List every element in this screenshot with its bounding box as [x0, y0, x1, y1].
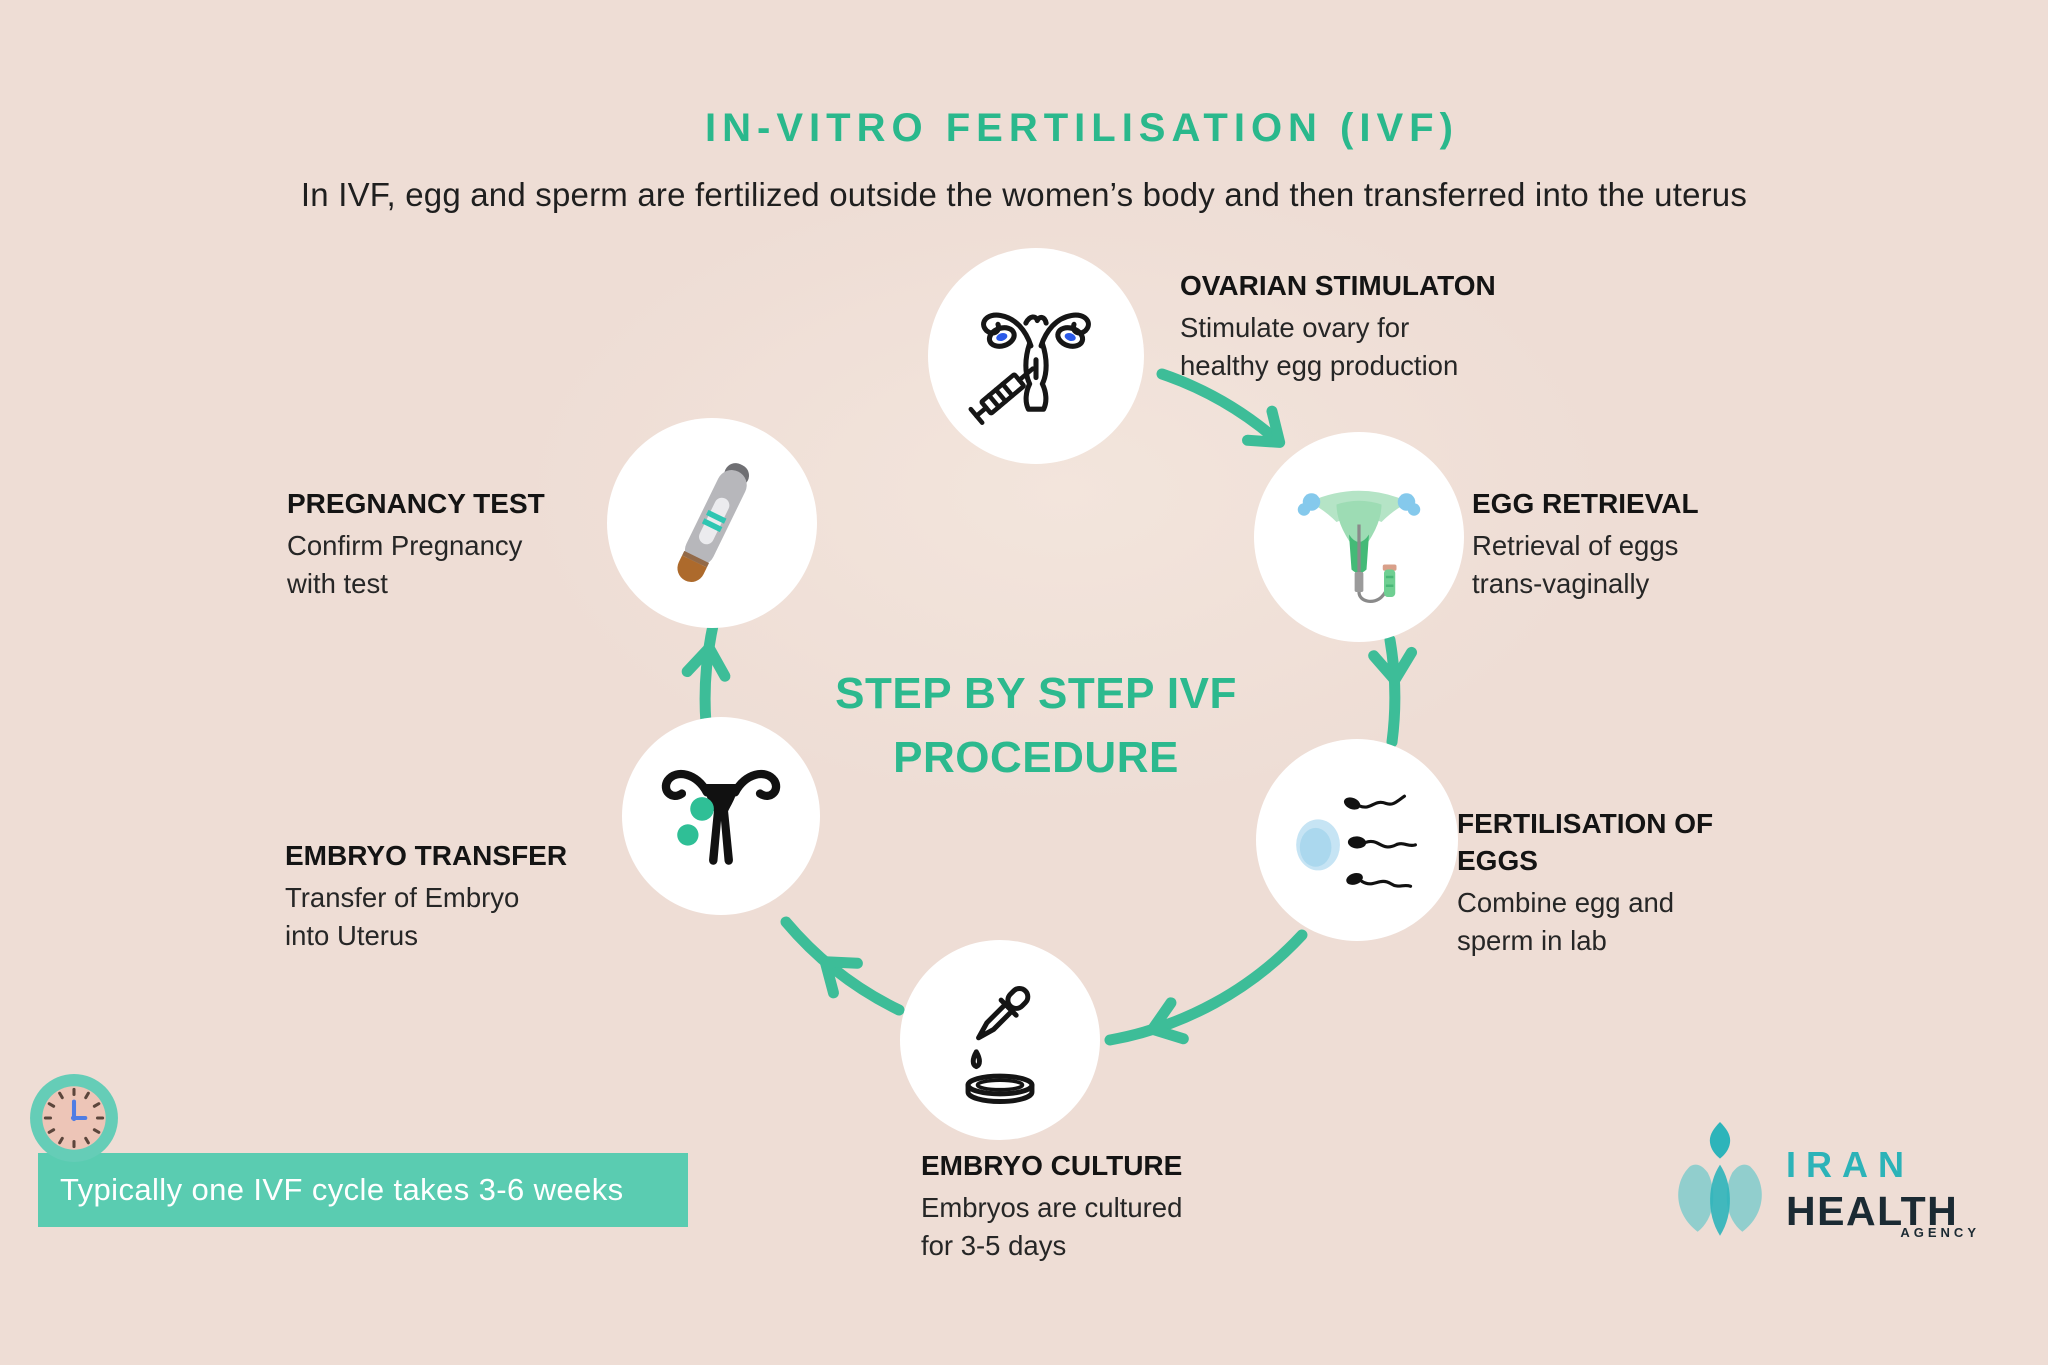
- center-label-line2: PROCEDURE: [893, 732, 1179, 782]
- step-circle-fertilisation: [1256, 739, 1458, 941]
- cycle-duration-banner: Typically one IVF cycle takes 3-6 weeks: [38, 1153, 688, 1227]
- page-title: IN-VITRO FERTILISATION (IVF): [705, 106, 1459, 150]
- step-title: EGG RETRIEVAL: [1472, 488, 1699, 519]
- step-text-pregnancy-test: PREGNANCY TEST Confirm Pregnancy with te…: [287, 486, 587, 604]
- uterus-egg-retrieval-icon: [1297, 490, 1421, 603]
- step-title: PREGNANCY TEST: [287, 488, 545, 519]
- step-description: Retrieval of eggs trans-vaginally: [1472, 529, 1679, 600]
- arrowhead-1: [1242, 405, 1286, 448]
- step-text-fertilisation: FERTILISATION OF EGGS Combine egg and sp…: [1457, 806, 1757, 961]
- arrow-arc-stimulation-to-retrieval: [1156, 368, 1278, 442]
- step-title: FERTILISATION OF EGGS: [1457, 808, 1714, 876]
- step-description: Embryos are cultured for 3-5 days: [921, 1191, 1183, 1262]
- brand-logo: IRAN HEALTH AGENCY: [1668, 1118, 1998, 1258]
- step-description: Stimulate ovary for healthy egg producti…: [1180, 311, 1459, 382]
- step-description: Confirm Pregnancy with test: [287, 529, 523, 600]
- step-title: EMBRYO CULTURE: [921, 1150, 1183, 1181]
- step-circle-embryo-transfer: [622, 717, 820, 915]
- uterus-embryos-icon: [661, 769, 781, 865]
- brand-name-bottom: HEALTH: [1786, 1188, 1959, 1234]
- arrow-arc-retrieval-to-fertilisation: [1384, 634, 1401, 748]
- step-text-embryo-transfer: EMBRYO TRANSFER Transfer of Embryo into …: [285, 838, 595, 956]
- arrowhead-2: [1368, 646, 1418, 686]
- step-circle-ovarian-stimulation: [928, 248, 1144, 464]
- step-description: Combine egg and sperm in lab: [1457, 886, 1675, 957]
- step-text-egg-retrieval: EGG RETRIEVAL Retrieval of eggs trans-va…: [1472, 486, 1752, 604]
- brand-name-small: AGENCY: [1900, 1225, 1980, 1240]
- center-label: STEP BY STEP IVF PROCEDURE: [816, 662, 1256, 790]
- step-circle-egg-retrieval: [1254, 432, 1464, 642]
- arrowhead-4: [819, 956, 863, 999]
- step-text-embryo-culture: EMBRYO CULTURE Embryos are cultured for …: [921, 1148, 1261, 1266]
- pregnancy-test-stick-icon: [677, 463, 750, 582]
- arrow-arc-fertilisation-to-culture: [1104, 929, 1308, 1046]
- step-circle-embryo-culture: [900, 940, 1100, 1140]
- brand-text: IRAN HEALTH AGENCY: [1786, 1144, 1996, 1240]
- brand-name-top: IRAN: [1786, 1144, 1914, 1185]
- egg-and-sperm-icon: [1296, 794, 1417, 888]
- center-label-line1: STEP BY STEP IVF: [835, 669, 1237, 718]
- arrowhead-5: [681, 642, 731, 682]
- lotus-logo-icon: [1678, 1122, 1762, 1236]
- step-description: Transfer of Embryo into Uterus: [285, 881, 520, 952]
- page-subtitle: In IVF, egg and sperm are fertilized out…: [300, 176, 1748, 213]
- arrowhead-3: [1147, 997, 1189, 1045]
- dropper-petri-dish-icon: [965, 986, 1035, 1105]
- arrow-arc-culture-to-transfer: [780, 916, 905, 1016]
- step-circle-pregnancy-test: [607, 418, 817, 628]
- arrow-arc-transfer-to-test: [699, 611, 721, 730]
- cycle-duration-text: Typically one IVF cycle takes 3-6 weeks: [60, 1172, 624, 1207]
- step-text-ovarian-stimulation: OVARIAN STIMULATON Stimulate ovary for h…: [1180, 268, 1520, 386]
- step-title: OVARIAN STIMULATON: [1180, 270, 1496, 301]
- clock-icon: [30, 1074, 118, 1162]
- step-title: EMBRYO TRANSFER: [285, 840, 568, 871]
- uterus-syringe-icon: [968, 312, 1091, 425]
